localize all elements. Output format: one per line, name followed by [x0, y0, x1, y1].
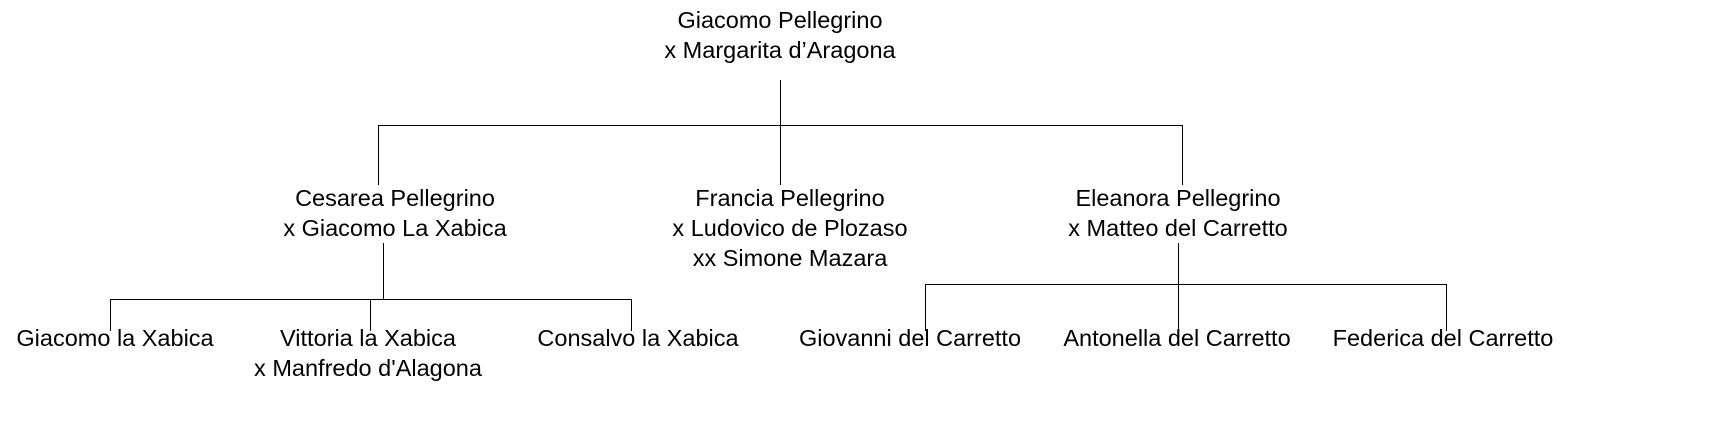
person-spouse: x Matteo del Carretto [1068, 215, 1288, 241]
connector-drop-francia [780, 125, 781, 185]
person-node-consalvo-la-xabica: Consalvo la Xabica [537, 323, 738, 353]
person-node-vittoria-la-xabica: Vittoria la Xabica x Manfredo d'Alagona [254, 323, 482, 383]
connector-drop-cesarea [378, 125, 379, 185]
person-spouse: x Giacomo La Xabica [283, 215, 507, 241]
person-name: Eleanora Pellegrino [1075, 185, 1281, 211]
person-spouse-second: xx Simone Mazara [692, 245, 888, 271]
person-name: Antonella del Carretto [1063, 325, 1291, 351]
person-node-giacomo-la-xabica: Giacomo la Xabica [16, 323, 213, 353]
connector-drop-vittoria-la-xabica [370, 299, 371, 331]
person-node-giacomo-pellegrino: Giacomo Pellegrino x Margarita d’Aragona [664, 5, 895, 65]
connector-drop-giovanni-del-carretto [925, 284, 926, 331]
person-name: Cesarea Pellegrino [295, 185, 495, 211]
person-name: Francia Pellegrino [695, 185, 885, 211]
person-name: Consalvo la Xabica [537, 325, 739, 351]
person-name: Vittoria la Xabica [280, 325, 456, 351]
connector-drop-antonella-del-carretto [1178, 284, 1179, 331]
person-name: Giacomo la Xabica [16, 325, 214, 351]
connector-drop-federica-del-carretto [1446, 284, 1447, 331]
person-node-eleanora-pellegrino: Eleanora Pellegrino x Matteo del Carrett… [1068, 183, 1287, 243]
person-name: Giovanni del Carretto [798, 325, 1022, 351]
person-node-federica-del-carretto: Federica del Carretto [1333, 323, 1554, 353]
person-node-giovanni-del-carretto: Giovanni del Carretto [799, 323, 1021, 353]
person-node-francia-pellegrino: Francia Pellegrino x Ludovico de Plozaso… [672, 183, 907, 273]
connector-root-stem [780, 80, 781, 125]
connector-drop-eleanora [1182, 125, 1183, 185]
person-node-cesarea-pellegrino: Cesarea Pellegrino x Giacomo La Xabica [283, 183, 506, 243]
connector-carretto-bus [925, 284, 1446, 285]
person-name: Federica del Carretto [1332, 325, 1554, 351]
connector-drop-consalvo-la-xabica [631, 299, 632, 331]
connector-cesarea-stem [383, 243, 384, 299]
person-name: Giacomo Pellegrino [677, 7, 883, 33]
connector-eleanora-stem [1178, 243, 1179, 299]
person-spouse: x Manfredo d'Alagona [254, 355, 482, 381]
person-spouse: x Margarita d’Aragona [664, 37, 896, 63]
person-node-antonella-del-carretto: Antonella del Carretto [1063, 323, 1290, 353]
person-spouse: x Ludovico de Plozaso [672, 215, 908, 241]
connector-drop-giacomo-la-xabica [110, 299, 111, 331]
